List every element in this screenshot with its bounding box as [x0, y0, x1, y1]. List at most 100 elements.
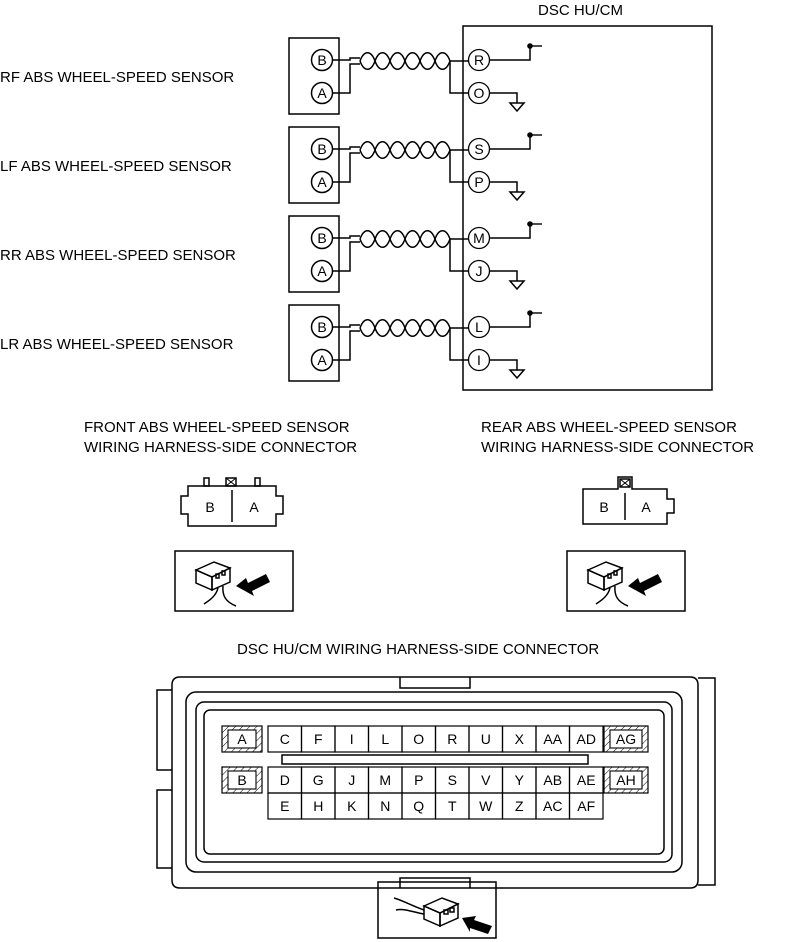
- front-view-direction-icon: [174, 550, 294, 612]
- dsc-pin-label: J: [348, 772, 355, 788]
- dsc-pin-label: AB: [543, 772, 562, 788]
- dsc-pin-cell: AB: [535, 766, 571, 794]
- module-pin-circle: [467, 81, 491, 105]
- sensor-pin-label: B: [317, 141, 326, 157]
- dsc-pin-cell: H: [300, 792, 336, 820]
- dsc-pin-label: M: [379, 772, 391, 788]
- dsc-pin-cell: G: [300, 766, 336, 794]
- lock-mark-icon: [619, 478, 631, 488]
- dsc-connector-body: [156, 676, 716, 889]
- dsc-pin-label: S: [448, 772, 457, 788]
- module-pin-circle: [467, 48, 491, 72]
- dsc-pin-label: Q: [413, 798, 424, 814]
- dsc-pin-label: F: [314, 731, 323, 747]
- sensor-pin-label: A: [317, 174, 327, 190]
- module-pin-label: O: [474, 85, 485, 101]
- dsc-pin-cell: Q: [401, 792, 437, 820]
- dsc-pin-cell: D: [267, 766, 303, 794]
- rear-view-direction-icon: [566, 550, 686, 612]
- sensor-connector-box: [288, 215, 340, 293]
- ground-icon: [508, 102, 526, 113]
- dsc-pin-label: B: [237, 772, 246, 788]
- dsc-pin-label: AF: [577, 798, 595, 814]
- front-connector-title-line1: FRONT ABS WHEEL-SPEED SENSOR: [84, 419, 350, 436]
- front-connector-title-line2: WIRING HARNESS-SIDE CONNECTOR: [84, 439, 357, 456]
- dsc-pin-label: A: [237, 731, 247, 747]
- dsc-pin-label: L: [381, 731, 389, 747]
- dsc-pin-label: AD: [577, 731, 596, 747]
- module-pin-label: M: [473, 230, 485, 246]
- dsc-pin-label: X: [515, 731, 525, 747]
- dsc-pin-cell: W: [468, 792, 504, 820]
- dsc-pin-label: R: [447, 731, 457, 747]
- sensor-label: LR ABS WHEEL-SPEED SENSOR: [0, 336, 234, 353]
- dsc-pin-cell: X: [501, 725, 537, 753]
- dsc-pin-cell: A: [221, 725, 263, 753]
- sensor-connector-box: [288, 126, 340, 204]
- rear-connector-title-line2: WIRING HARNESS-SIDE CONNECTOR: [481, 439, 754, 456]
- dsc-pin-label: AA: [543, 731, 562, 747]
- sensor-connector-box: [288, 304, 340, 382]
- dsc-pin-cell: AF: [568, 792, 604, 820]
- dsc-pin-label: I: [350, 731, 354, 747]
- sensor-connector-box: [288, 37, 340, 115]
- dsc-pin-label: N: [380, 798, 390, 814]
- dsc-pin-cell: P: [401, 766, 437, 794]
- front-pin-a: A: [249, 499, 259, 515]
- sensor-pin-label: A: [317, 263, 327, 279]
- dsc-pin-cell: AH: [603, 766, 649, 794]
- dsc-pin-cell: R: [434, 725, 470, 753]
- dsc-pin-label: Z: [515, 798, 524, 814]
- dsc-pin-label: E: [280, 798, 289, 814]
- ground-icon: [508, 369, 526, 380]
- dsc-view-direction-icon: [377, 881, 497, 939]
- dsc-pin-label: AG: [616, 731, 636, 747]
- dsc-pin-label: Y: [515, 772, 525, 788]
- dsc-pin-cell: B: [221, 766, 263, 794]
- dsc-pin-cell: Z: [501, 792, 537, 820]
- dsc-pin-cell: K: [334, 792, 370, 820]
- dsc-pin-cell: I: [334, 725, 370, 753]
- dsc-pin-label: AE: [577, 772, 596, 788]
- dsc-pin-label: H: [313, 798, 323, 814]
- ground-icon: [508, 280, 526, 291]
- dsc-pin-cell: U: [468, 725, 504, 753]
- module-pin-label: R: [474, 52, 484, 68]
- dsc-pin-cell: F: [300, 725, 336, 753]
- dsc-pin-label: V: [481, 772, 491, 788]
- dsc-pin-cell: C: [267, 725, 303, 753]
- dsc-pin-cell: Y: [501, 766, 537, 794]
- module-pin-label: S: [474, 141, 483, 157]
- dsc-pin-label: D: [280, 772, 290, 788]
- module-pin-circle: [467, 170, 491, 194]
- rear-connector: B A: [582, 476, 675, 525]
- dsc-pin-label: U: [481, 731, 491, 747]
- sensor-pin-label: A: [317, 85, 327, 101]
- module-pin-circle: [467, 137, 491, 161]
- dsc-pin-cell: L: [367, 725, 403, 753]
- dsc-pin-label: K: [347, 798, 357, 814]
- dsc-pin-label: C: [280, 731, 290, 747]
- dsc-pin-label: AH: [616, 772, 635, 788]
- sensor-pin-label: B: [317, 319, 326, 335]
- dsc-pin-cell: M: [367, 766, 403, 794]
- dsc-pin-cell: T: [434, 792, 470, 820]
- module-pin-label: I: [477, 352, 481, 368]
- dsc-pin-cell: AD: [568, 725, 604, 753]
- module-pin-label: J: [476, 263, 483, 279]
- dsc-pin-label: AC: [543, 798, 562, 814]
- dsc-pin-cell: S: [434, 766, 470, 794]
- sensor-label: RR ABS WHEEL-SPEED SENSOR: [0, 247, 236, 264]
- module-title: DSC HU/CM: [538, 2, 623, 19]
- dsc-connector-title: DSC HU/CM WIRING HARNESS-SIDE CONNECTOR: [237, 641, 599, 658]
- dsc-pin-label: T: [448, 798, 457, 814]
- module-box: [462, 25, 713, 391]
- lock-mark-icon: [225, 477, 237, 487]
